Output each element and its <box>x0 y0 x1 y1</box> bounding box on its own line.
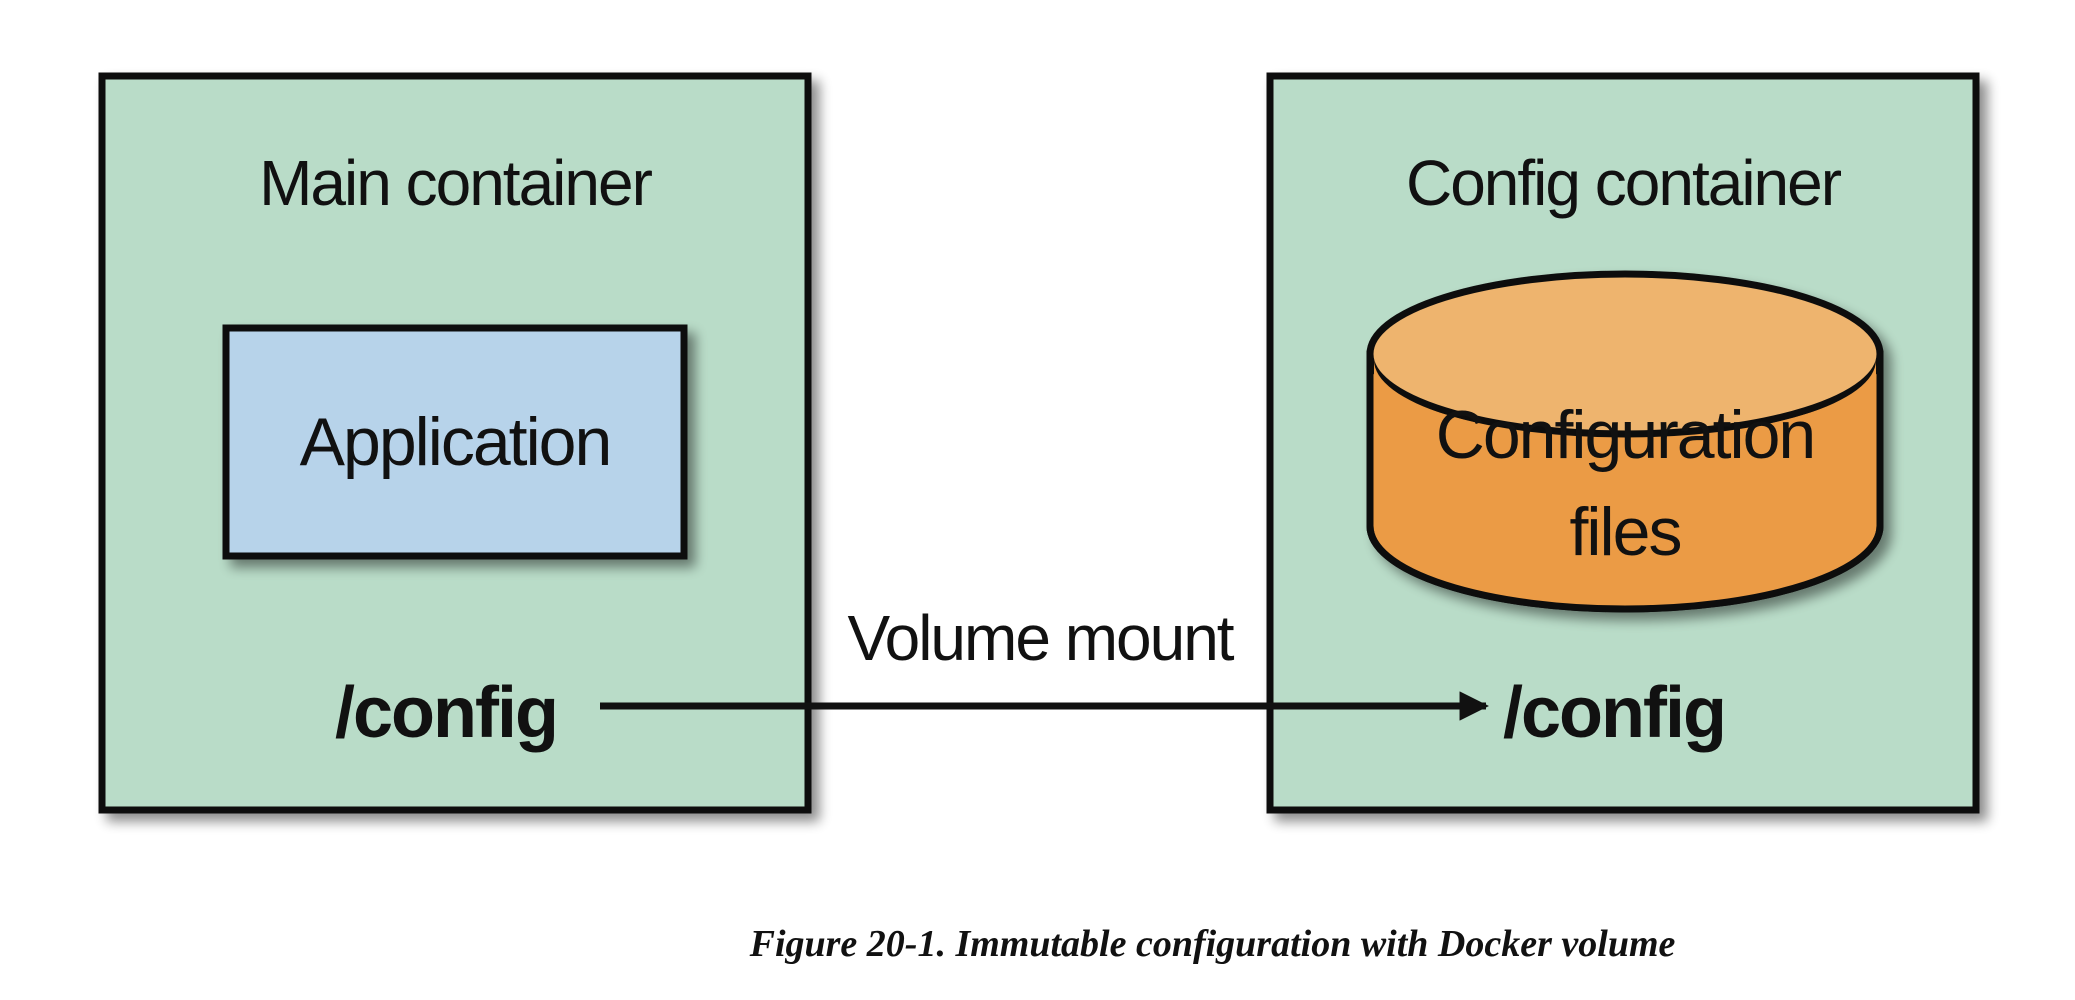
figure-caption: Figure 20-1. Immutable configuration wit… <box>749 923 1676 965</box>
application-rect <box>222 324 688 560</box>
cylinder-front-fill <box>1374 360 1876 606</box>
volume-mount-connector: Volume mount <box>600 602 1489 721</box>
main-container-title: Main container <box>259 147 652 219</box>
cylinder-outline <box>1366 354 1884 613</box>
volume-mount-label: Volume mount <box>847 602 1234 674</box>
configuration-files-label-line2: files <box>1570 494 1681 570</box>
application-box: Application <box>222 324 688 560</box>
application-label: Application <box>300 404 611 480</box>
configuration-files-cylinder <box>1366 270 1884 613</box>
config-config-path: /config <box>1503 673 1725 753</box>
config-container-title: Config container <box>1406 147 1842 219</box>
configuration-files-label-line1: Configuration <box>1436 397 1814 473</box>
main-config-path: /config <box>335 673 557 753</box>
config-container: Config container Configuration files /co… <box>1266 72 1980 814</box>
main-container: Main container Application /config <box>98 72 812 814</box>
